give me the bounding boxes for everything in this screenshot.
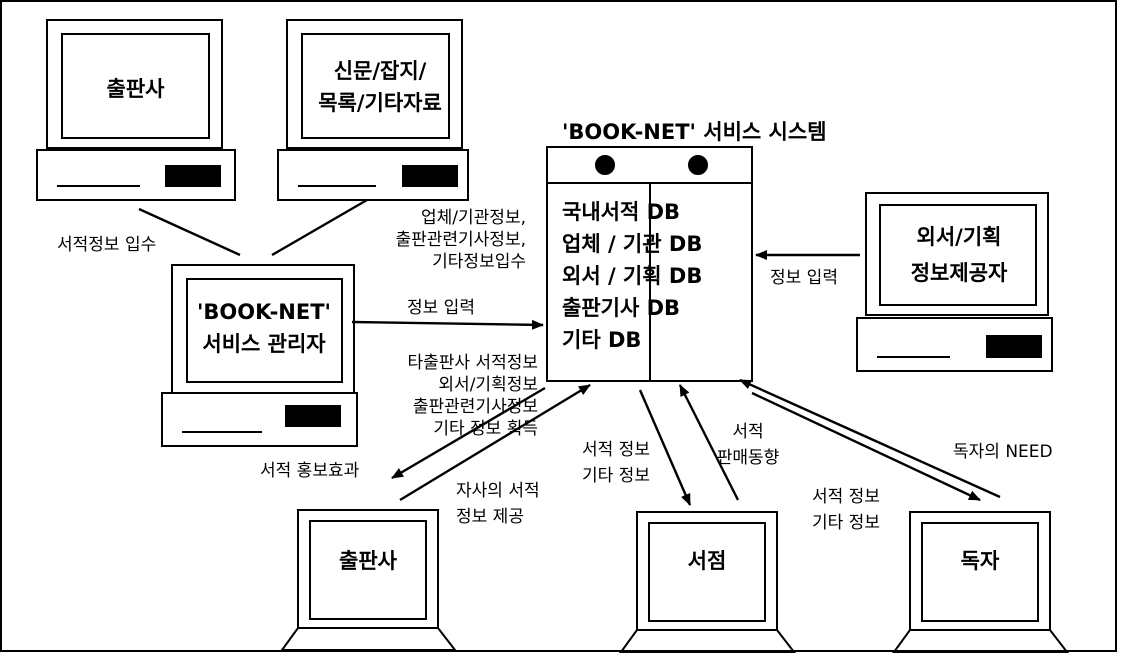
edge-publisher-server <box>399 383 591 502</box>
admin-line-1: 'BOOK-NET' <box>197 300 331 324</box>
admin-line-2: 서비스 관리자 <box>202 332 326 356</box>
edge-label-reader-need: 독자의 NEED <box>953 442 1053 462</box>
publisher-top-label: 출판사 <box>106 77 165 101</box>
edge-bookstore-server <box>678 384 740 501</box>
foreign-provider-line-2: 정보제공자 <box>910 261 1008 285</box>
edge-publisher-admin <box>138 207 241 257</box>
foreign-provider-computer-icon <box>856 192 1053 372</box>
edge-label-book-info-collect: 서적정보 입수 <box>57 235 157 255</box>
edge-label-line: 기타정보입수 <box>432 252 526 272</box>
bookstore-laptop-icon <box>619 511 797 653</box>
reader-label: 독자 <box>960 549 1000 573</box>
admin-computer-icon <box>161 264 358 447</box>
publisher-bottom-laptop-icon <box>280 509 458 651</box>
database-item: 출판기사 DB <box>562 296 681 320</box>
media-sources-line-2: 목록/기타자료 <box>318 91 442 115</box>
edge-label-line: 기타 정보 <box>582 466 650 486</box>
edge-reader-server <box>739 378 1001 499</box>
edge-label-line: 판매동향 <box>716 448 780 468</box>
edge-label-admin-input: 정보 입력 <box>407 298 475 318</box>
edge-label-line: 서적 <box>732 422 764 442</box>
edge-label-line: 정보 제공 <box>456 507 524 527</box>
edge-server-reader <box>751 391 981 502</box>
edge-admin-server <box>351 319 544 330</box>
media-sources-line-1: 신문/잡지/ <box>333 59 427 83</box>
edge-server-publisher <box>391 386 546 480</box>
database-item: 국내서적 DB <box>562 200 681 224</box>
media-sources-label: 신문/잡지/ 목록/기타자료 <box>295 55 465 119</box>
edge-label-store-trend: 서적 판매동향 <box>712 419 784 471</box>
database-item: 업체 / 기관 DB <box>562 232 703 256</box>
edge-label-line: 타출판사 서적정보 <box>407 353 538 373</box>
edge-label-reader-get: 서적 정보 기타 정보 <box>812 484 880 536</box>
edge-label-other-info: 타출판사 서적정보 외서/기획정보 출판관련기사정보 기타 정보 획득 <box>350 352 538 440</box>
edge-media-admin <box>271 198 368 257</box>
edge-label-line: 외서/기획정보 <box>438 375 538 395</box>
edge-label-store-get: 서적 정보 기타 정보 <box>582 437 650 489</box>
edge-label-line: 출판관련기사정보, <box>395 230 526 250</box>
edge-label-own-info: 자사의 서적 정보 제공 <box>456 478 540 530</box>
server-icon <box>546 146 753 382</box>
edge-label-line: 서적 정보 <box>582 440 650 460</box>
edge-label-line: 출판관련기사정보 <box>412 397 538 417</box>
foreign-provider-label: 외서/기획 정보제공자 <box>876 219 1042 291</box>
publisher-bottom-label: 출판사 <box>339 549 397 573</box>
edge-label-line: 기타 정보 <box>812 513 880 533</box>
edge-label-line: 자사의 서적 <box>456 481 540 501</box>
database-item: 기타 DB <box>562 328 642 352</box>
foreign-provider-line-1: 외서/기획 <box>916 225 1002 249</box>
bookstore-label: 서점 <box>687 549 727 573</box>
publisher-top-computer-icon <box>36 19 236 201</box>
reader-laptop-icon <box>892 511 1070 653</box>
edge-label-line: 기타 정보 획득 <box>433 419 538 439</box>
edge-label-provider-input: 정보 입력 <box>770 268 838 288</box>
edge-label-line: 서적 정보 <box>812 487 880 507</box>
edge-label-promo: 서적 홍보효과 <box>260 461 360 481</box>
edge-label-line: 업체/기관정보, <box>421 208 526 228</box>
edge-label-org-info: 업체/기관정보, 출판관련기사정보, 기타정보입수 <box>330 207 526 273</box>
admin-label: 'BOOK-NET' 서비스 관리자 <box>181 296 347 360</box>
database-item: 외서 / 기획 DB <box>562 264 703 288</box>
edge-server-bookstore <box>638 389 692 506</box>
media-sources-computer-icon <box>277 19 469 201</box>
database-list: 국내서적 DB 업체 / 기관 DB 외서 / 기획 DB 출판기사 DB 기타… <box>562 196 702 356</box>
system-title: 'BOOK-NET' 서비스 시스템 <box>562 120 827 144</box>
